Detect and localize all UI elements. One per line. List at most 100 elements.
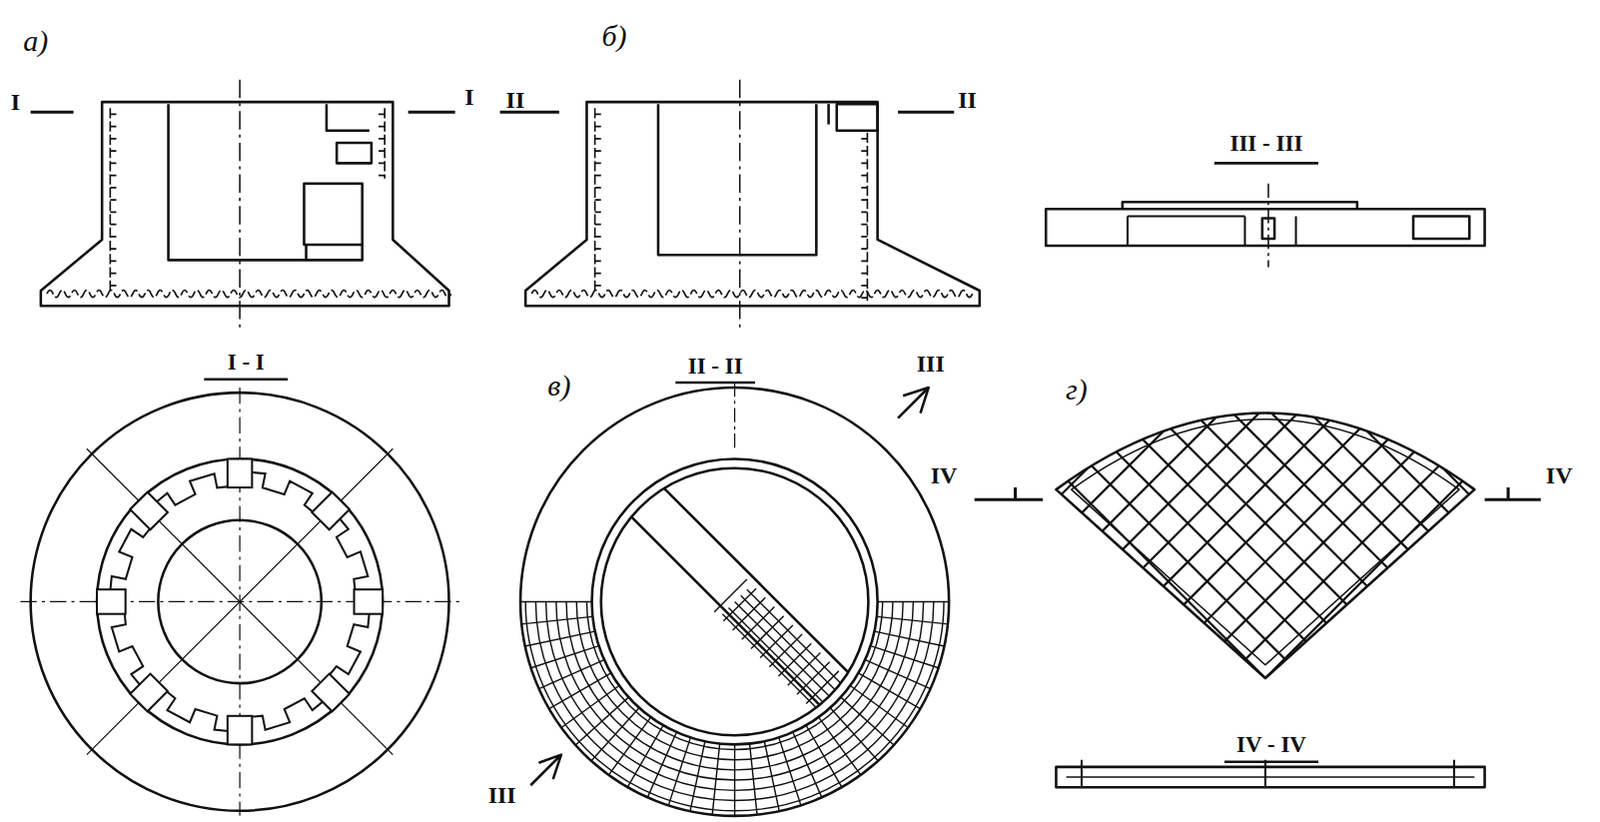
rebar-grid [585,0,1402,815]
view-letter: г) [1065,374,1088,405]
rebar-grid [1206,619,1600,822]
section-title: I - I [227,350,265,374]
rebar-grid [953,173,1600,822]
cut-arrow [897,387,929,419]
section-detail [1127,215,1297,246]
rebar-grid [1050,464,1600,822]
rebar-grid [741,595,884,739]
rebar-grid [857,673,920,710]
rebar-line [378,107,385,178]
rebar-grid [849,685,908,728]
rebar-grid [1147,561,1600,822]
rebar-grid [760,173,1577,822]
rebar-grid [837,250,1600,822]
rebar-grid [799,211,1600,822]
rebar-grid [488,0,1305,719]
cup-outline [658,103,816,255]
rebar-grid [805,725,842,788]
rebar-grid [647,732,677,798]
rebar-grid [793,732,822,798]
rebar-grid [1070,483,1600,822]
rebar-grid [760,367,1577,822]
cut-line [408,110,456,114]
rebar-grid [549,673,612,710]
rebar-grid [561,685,620,728]
rebar-grid [747,589,890,733]
rebar-grid [876,616,948,624]
rebar-grid [829,708,878,762]
axis-line [19,387,459,816]
rebar-grid [856,270,1600,822]
rebar-grid [914,328,1600,822]
cup-connector [129,674,168,713]
rebar-grid [539,660,605,690]
rebar-grid [644,483,1461,822]
rebar-grid [864,660,930,690]
rebar-grid [895,308,1600,822]
cup-connector [227,458,253,488]
rebar-grid [668,737,691,805]
section-mark: III [916,351,945,376]
rebar-grid [663,76,1480,822]
cup-block [303,183,362,245]
rebar-grid [814,680,848,714]
rebar-grid [627,725,664,788]
rebar-line [46,290,452,298]
rebar-grid [992,405,1600,822]
section-mark: I [464,84,474,109]
rebar-grid [663,464,1480,822]
cut-arrow [530,755,562,787]
cup-detail [836,103,878,131]
axis-line [1267,183,1270,268]
title-underline [203,162,1319,762]
rebar-line [860,132,867,301]
rebar-grid [591,708,640,762]
rebar-grid [566,561,1383,822]
rebar-grid [722,614,865,758]
rebar-grid [973,153,1600,822]
rebar-grid [721,405,1538,822]
cup-detail [336,142,372,163]
rebar-line [1066,776,1476,779]
section-mark: IV [930,463,958,488]
rebar-grid [683,444,1500,822]
rebar-grid [469,658,1286,822]
rebar-grid [1012,114,1600,822]
rebar-grid [953,367,1600,822]
section-title: IV - IV [1236,733,1307,757]
cup-connector [227,716,253,746]
cup-detail [326,103,370,131]
cut-line [30,110,74,114]
section-title: II - II [688,353,744,377]
rebar-grid [1089,37,1600,822]
rebar-grid [683,95,1500,822]
rebar-grid [1244,0,1600,699]
rebar-grid [1089,502,1600,822]
rebar-grid [876,289,1600,822]
rebar-grid [818,717,861,776]
cup-connector [129,492,168,531]
rebar-grid [566,0,1383,796]
wall-outline [96,458,383,745]
section-detail [1122,201,1358,209]
axis-line [238,79,241,329]
rebar-grid [741,153,1558,822]
rebar-grid [609,717,652,776]
rebar-grid [741,386,1558,822]
cut-line [897,110,954,114]
rebar-grid [1031,444,1600,822]
rebar-grid [525,631,596,647]
rebar-grid [750,744,758,815]
rebar-grid [1147,0,1600,796]
section-outline [1045,208,1485,246]
rebar-grid [1167,0,1600,777]
rebar-grid [690,741,706,811]
rebar-line [595,107,602,291]
rebar-grid [605,17,1422,822]
rebar-line [531,290,972,298]
cup-outline [168,103,307,260]
rebar-grid [521,616,593,624]
rebar-grid [1070,56,1600,822]
rebar-grid [1186,0,1600,758]
rebar-grid [780,192,1597,822]
